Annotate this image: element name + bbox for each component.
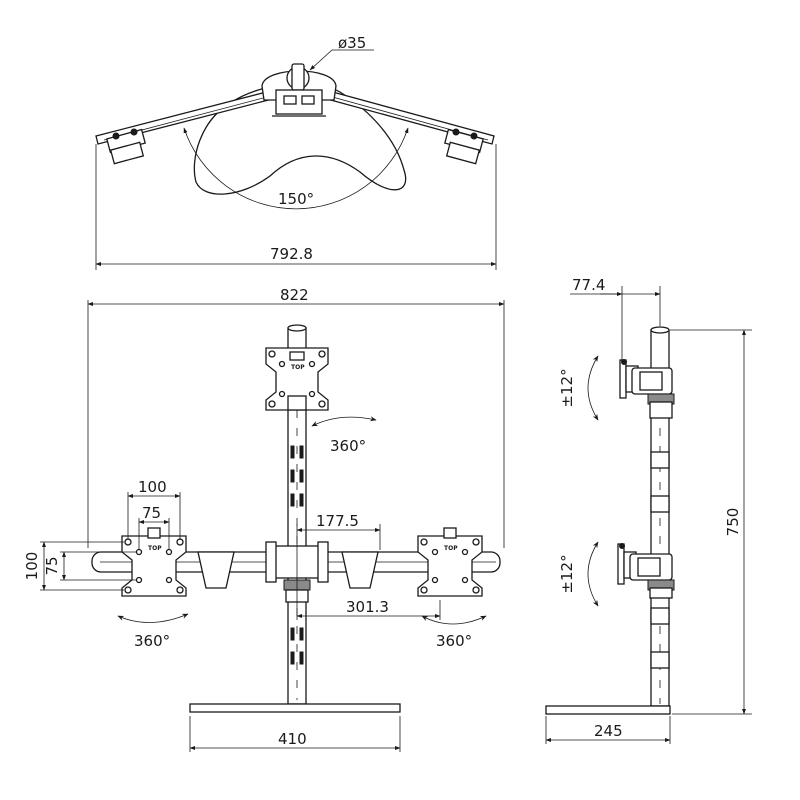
height-label: 750 [724, 508, 742, 537]
top-view [95, 49, 497, 270]
cable-clip-left [197, 551, 235, 589]
vesa-plate-right [417, 527, 483, 597]
rotation-arrow-left [117, 613, 189, 623]
monitor-footprint-outline [193, 83, 407, 195]
angle-arc [183, 127, 409, 210]
side-upper-tilt-head [619, 359, 675, 419]
base-plate [189, 703, 401, 713]
rotation-left-label: 360° [134, 632, 170, 650]
tilt-arrow-lower [587, 541, 599, 607]
side-cable-clips [650, 451, 670, 669]
base-depth-label: 245 [594, 722, 623, 740]
cable-clip-right [341, 551, 379, 589]
top-width-label: 792.8 [270, 245, 313, 263]
left-arm [95, 87, 285, 165]
side-lower-tilt-head [617, 543, 675, 599]
offset-center-label: 177.5 [316, 512, 359, 530]
hub [261, 63, 337, 117]
base-width-label: 410 [278, 730, 307, 748]
tilt-upper-label: ±12° [558, 368, 576, 407]
rotation-top-label: 360° [330, 437, 366, 455]
side-view [545, 286, 752, 744]
side-offset-label: 77.4 [572, 276, 605, 294]
rotation-arrow-top [311, 416, 377, 427]
total-width-label: 822 [280, 286, 309, 304]
plate-top-mark: TOP [291, 364, 305, 371]
vesa-plate-top [265, 347, 329, 411]
tilt-arrow-upper [587, 355, 599, 421]
arm-angle-label: 150° [278, 190, 314, 208]
right-arm [315, 87, 495, 165]
rotation-arrow-right [421, 615, 487, 625]
plate-left-mark: TOP [148, 545, 162, 552]
front-view: TOP TOP TOP [40, 300, 505, 713]
vesa-outer-h-label: 100 [138, 478, 167, 496]
vesa-inner-v-label: 75 [43, 556, 61, 575]
tilt-lower-label: ±12° [558, 554, 576, 593]
plate-right-mark: TOP [444, 545, 458, 552]
rotation-right-label: 360° [436, 632, 472, 650]
pole-diameter-label: ø35 [338, 34, 366, 52]
offset-side-label: 301.3 [346, 598, 389, 616]
pole [287, 324, 307, 705]
vesa-plate-left [121, 527, 187, 597]
vesa-inner-h-label: 75 [142, 504, 161, 522]
vesa-outer-v-label: 100 [23, 552, 41, 581]
